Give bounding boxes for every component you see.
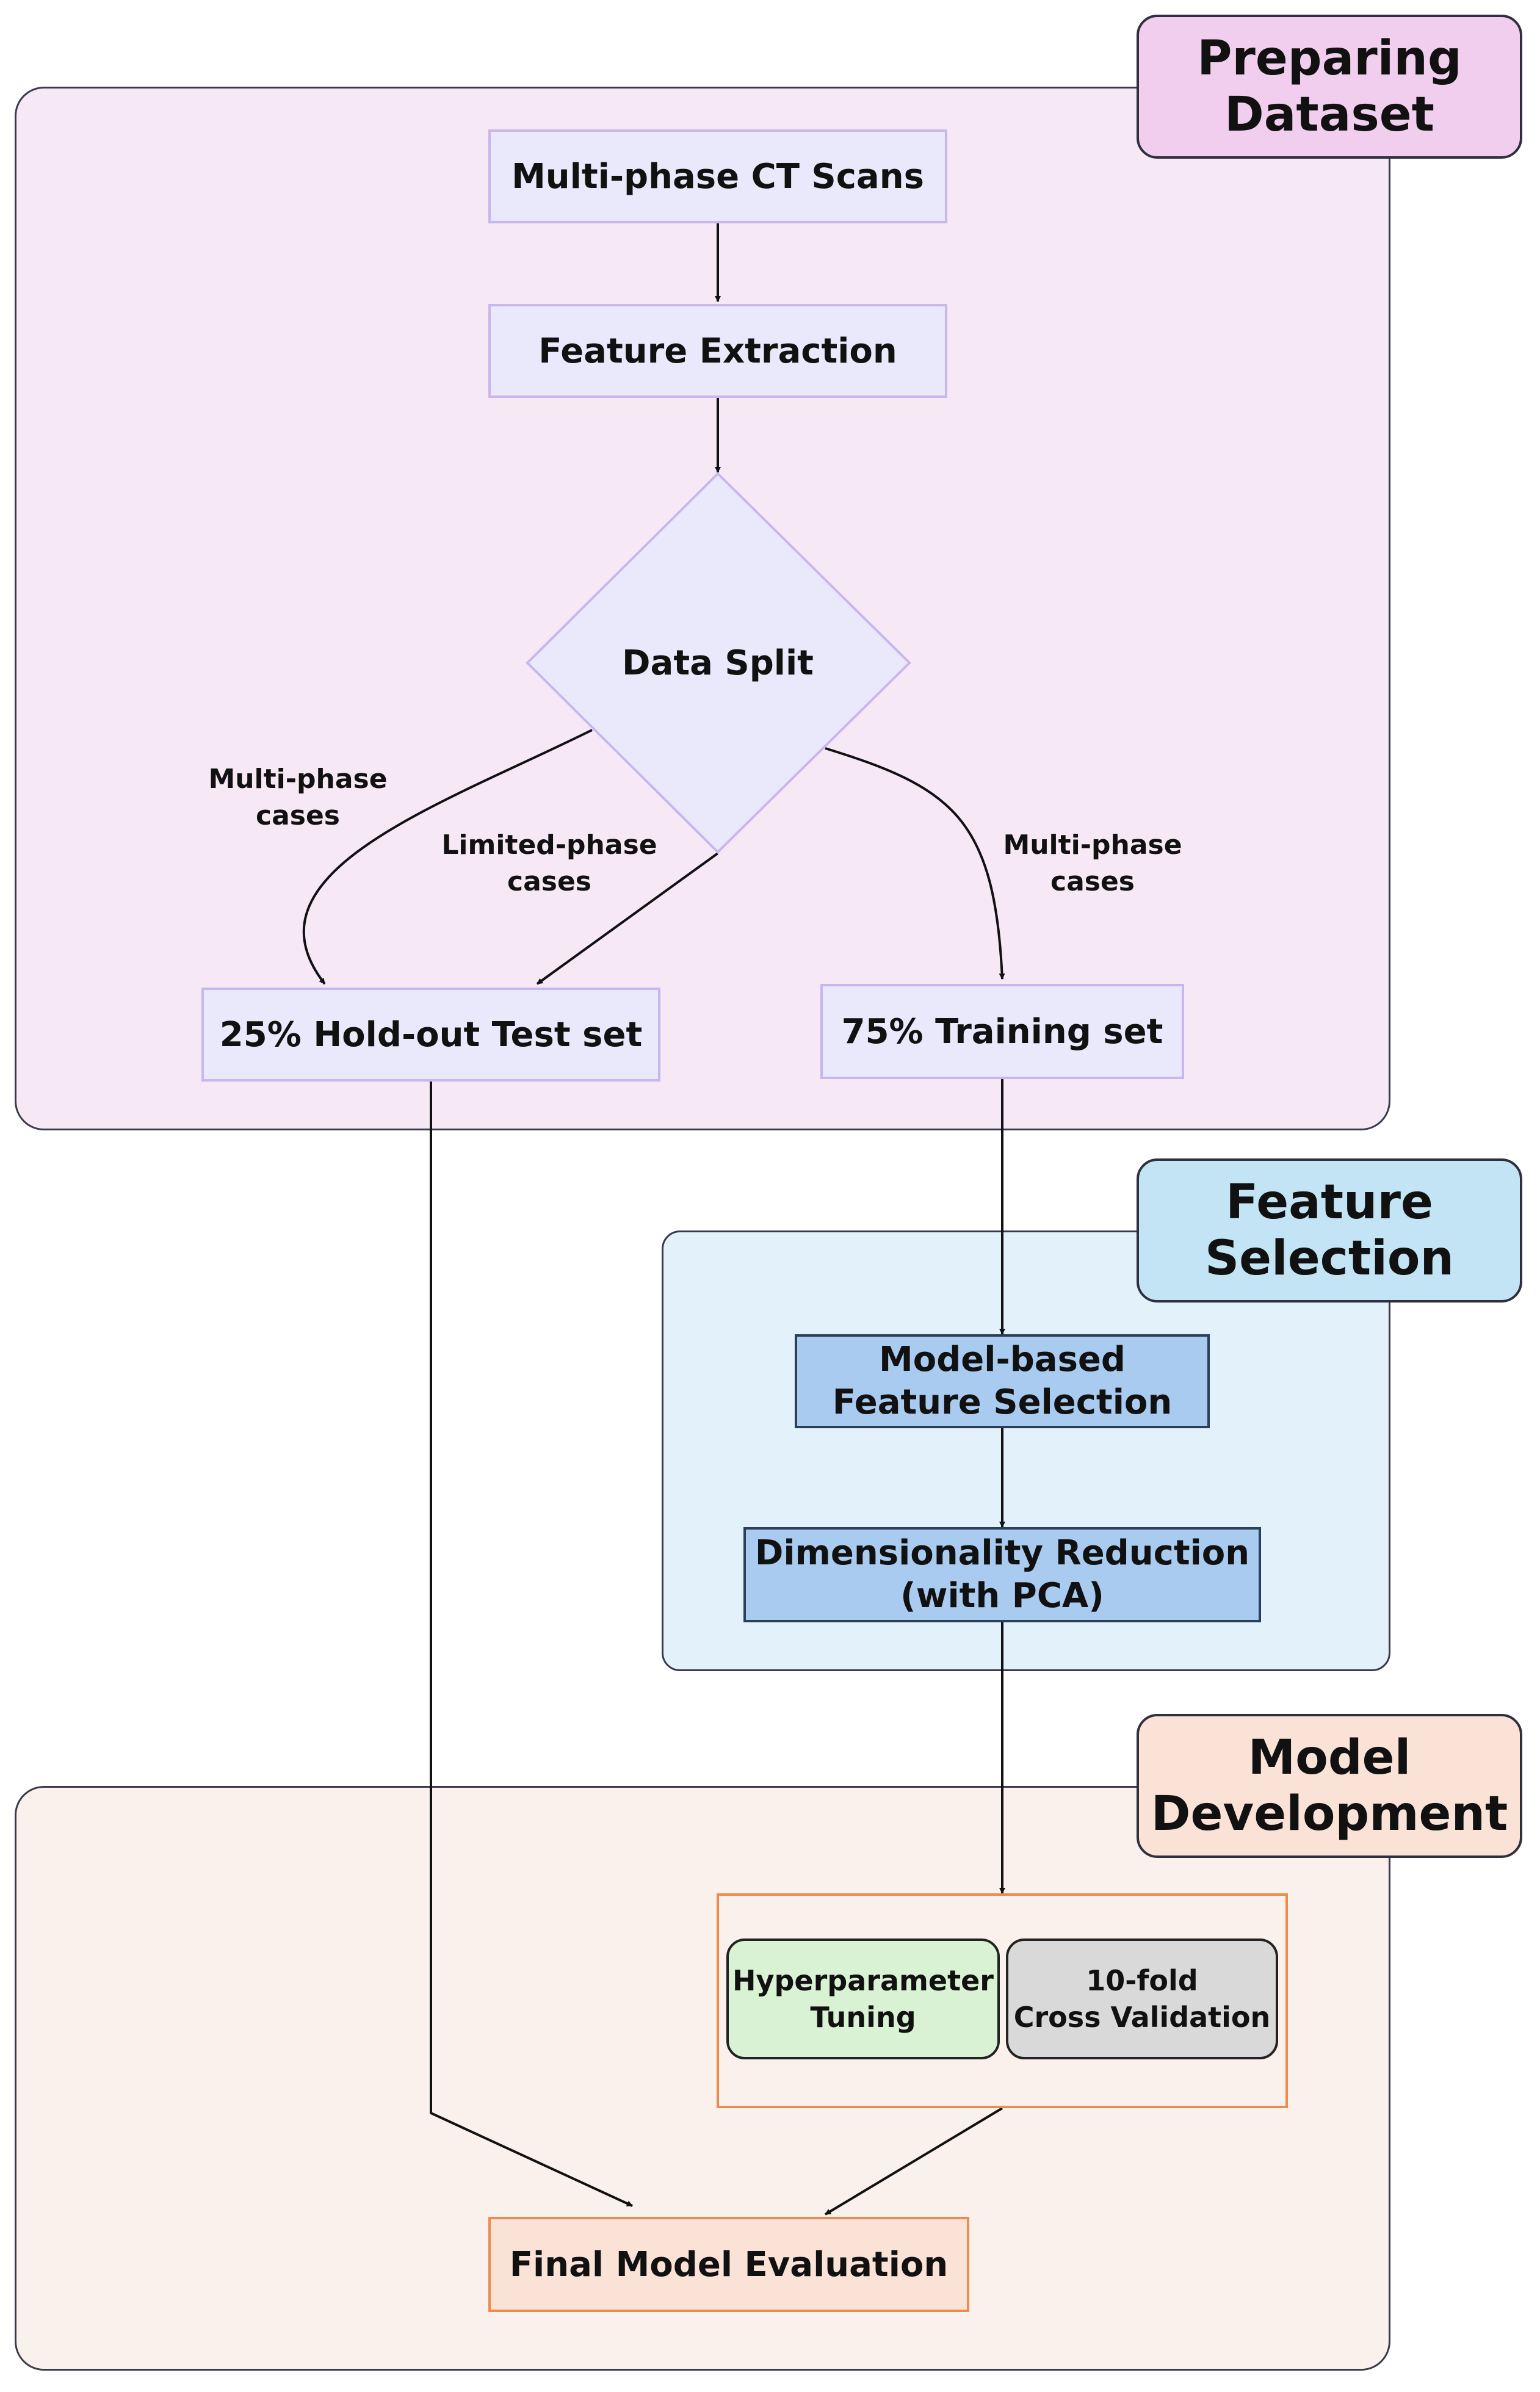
training-set-box: 75% Training set [820,984,1184,1079]
limited-phase-cases-label: Limited-phase cases [441,829,657,897]
tuning-validation-group [717,1893,1288,2108]
multi-phase-cases-left-label: Multi-phase cases [208,764,388,831]
multi-phase-ct-scans-box: Multi-phase CT Scans [488,129,947,223]
final-model-evaluation-box: Final Model Evaluation [488,2217,969,2312]
arrow-split-to-training [825,747,1005,980]
dimensionality-reduction-box: Dimensionality Reduction (with PCA) [743,1527,1261,1622]
hold-out-test-set-box: 25% Hold-out Test set [201,988,660,1082]
arrow-tuning-to-final [824,2107,1003,2216]
multi-phase-cases-right-label: Multi-phase cases [1003,829,1182,897]
model-development-title: Model Development [1137,1714,1522,1858]
preparing-dataset-title: Preparing Dataset [1137,15,1522,159]
arrow-test-to-final [430,1082,633,2207]
arrow-split-to-test-limited [536,852,719,985]
model-based-feature-selection-box: Model-based Feature Selection [795,1334,1210,1428]
hyperparameter-tuning-box: Hyperparameter Tuning [726,1939,1000,2059]
model-development-panel [15,1786,1390,2371]
feature-selection-title: Feature Selection [1137,1158,1522,1303]
data-split-label: Data Split [622,643,814,683]
arrow-split-to-test-multiphase [302,729,593,985]
feature-extraction-box: Feature Extraction [488,304,947,398]
cross-validation-box: 10-fold Cross Validation [1006,1939,1278,2059]
